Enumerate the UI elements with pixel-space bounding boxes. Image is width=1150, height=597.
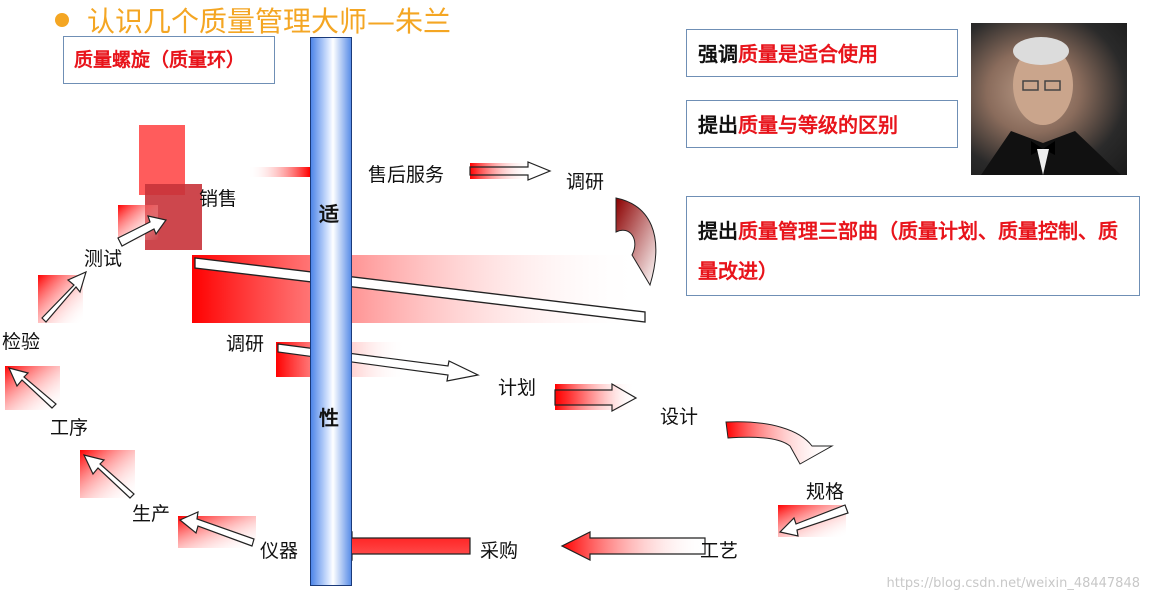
emphasis-1-highlight: 质量是适合使用 bbox=[738, 42, 878, 66]
emphasis-3-prefix: 提出 bbox=[698, 219, 738, 243]
emphasis-3-highlight: 质量管理三部曲（质量计划、质量控制、质量改进） bbox=[698, 219, 1118, 283]
stage-inspection: 检验 bbox=[2, 331, 41, 353]
arrow-aftersales-research bbox=[469, 161, 552, 181]
stage-test: 测试 bbox=[84, 248, 123, 270]
arrow-test-sales bbox=[117, 215, 168, 247]
stage-sales: 销售 bbox=[190, 184, 237, 211]
juran-portrait bbox=[971, 23, 1127, 175]
pillar-bottom-char: 性 bbox=[319, 406, 339, 430]
emphasis-box-3: 提出质量管理三部曲（质量计划、质量控制、质量改进） bbox=[686, 196, 1140, 296]
pillar-top-char: 适 bbox=[319, 202, 339, 226]
arrow-spec-craft bbox=[778, 504, 849, 537]
stage-research: 调研 bbox=[226, 333, 265, 355]
stage-production: 生产 bbox=[132, 503, 171, 525]
emphasis-1-prefix: 强调 bbox=[698, 42, 738, 66]
band-diagonal-arrow bbox=[194, 257, 646, 323]
sales-arrow-tail bbox=[248, 167, 310, 177]
arrow-craft-purchase bbox=[560, 531, 706, 561]
sales-red-square bbox=[139, 125, 185, 195]
arrow-production-process bbox=[80, 450, 135, 499]
page-title-text: 认识几个质量管理大师—朱兰 bbox=[87, 5, 452, 38]
arrow-research-plan bbox=[276, 342, 480, 382]
emphasis-box-1: 强调质量是适合使用 bbox=[686, 29, 958, 77]
stage-process: 工序 bbox=[50, 417, 89, 439]
arrow-design-spec bbox=[725, 421, 834, 465]
emphasis-box-2: 提出质量与等级的区别 bbox=[686, 100, 958, 148]
fitness-pillar bbox=[310, 37, 352, 586]
bullet-icon bbox=[55, 13, 69, 27]
stage-spec: 规格 bbox=[806, 481, 845, 503]
stage-craft: 工艺 bbox=[700, 540, 739, 562]
spiral-title-box: 质量螺旋（质量环） bbox=[63, 36, 275, 84]
curl-arrow bbox=[615, 197, 657, 287]
stage-instrument: 仪器 bbox=[260, 540, 299, 562]
arrow-process-inspection bbox=[5, 366, 60, 410]
page-title: 认识几个质量管理大师—朱兰 bbox=[55, 0, 451, 40]
emphasis-2-highlight: 质量与等级的区别 bbox=[738, 113, 898, 137]
watermark: https://blog.csdn.net/weixin_48447848 bbox=[886, 576, 1140, 591]
arrow-plan-design bbox=[554, 382, 638, 413]
arrow-instrument-production bbox=[178, 511, 256, 548]
stage-research-top: 调研 bbox=[566, 171, 605, 193]
emphasis-2-prefix: 提出 bbox=[698, 113, 738, 137]
stage-purchase: 采购 bbox=[480, 540, 519, 562]
arrow-inspection-test bbox=[38, 270, 87, 323]
stage-design: 设计 bbox=[660, 406, 699, 428]
stage-after-sales: 售后服务 bbox=[368, 164, 445, 186]
stage-plan: 计划 bbox=[498, 377, 537, 399]
stage-sales-text: 销售 bbox=[199, 188, 238, 210]
